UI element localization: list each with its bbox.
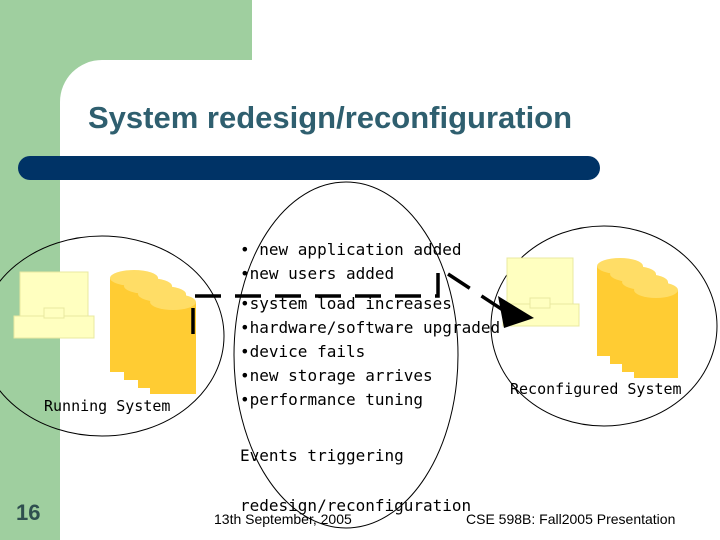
reconfigured-system-label: Reconfigured System [510, 380, 682, 398]
list-item: •device fails [240, 342, 366, 361]
disk-stack-icon [597, 258, 678, 378]
events-ellipse [233, 181, 459, 529]
list-item: • new application added [240, 240, 462, 259]
events-bottom-list: •system load increases •hardware/softwar… [240, 292, 500, 412]
list-item: •hardware/software upgraded [240, 318, 501, 337]
arrow-head [498, 296, 534, 328]
list-item: •new users added [240, 264, 395, 283]
slide-number: 16 [16, 500, 41, 525]
footer-course: CSE 598B: Fall2005 Presentation [466, 511, 676, 527]
running-system-label: Running System [44, 397, 171, 415]
reconfigured-system-ellipse [490, 225, 718, 427]
list-item: •new storage arrives [240, 366, 433, 385]
footer-date: 13th September, 2005 [214, 511, 352, 527]
slide-title: System redesign/reconfiguration [88, 100, 573, 135]
list-item: •system load increases [240, 294, 452, 313]
events-caption-line2: redesign/reconfiguration [240, 496, 472, 515]
computer-icon [502, 257, 580, 327]
list-item: •performance tuning [240, 390, 424, 409]
events-top-list: • new application added •new users added [240, 238, 462, 286]
disk-stack-icon [110, 270, 196, 394]
running-system-ellipse [0, 235, 225, 437]
events-caption-line1: Events triggering [240, 446, 404, 465]
title-underline-bar [18, 156, 600, 180]
computer-icon [13, 271, 95, 339]
